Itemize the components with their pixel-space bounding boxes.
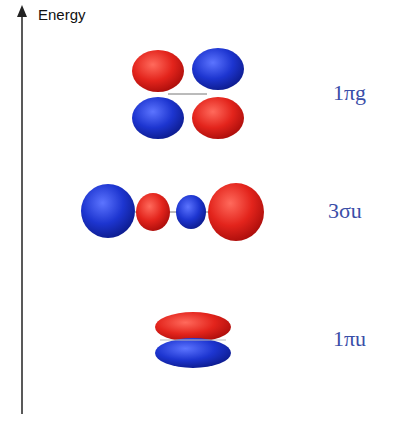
orbital-lobe — [81, 184, 135, 238]
pi-g-orbital — [132, 48, 244, 139]
orbital-lobe — [208, 183, 264, 241]
axis-label: Energy — [38, 6, 86, 23]
orbital-lobe — [176, 195, 206, 229]
sigma-u-orbital — [81, 183, 264, 241]
orbital-lobe — [192, 48, 244, 90]
energy-axis — [17, 5, 27, 414]
orbital-lobe — [192, 97, 244, 139]
bond-axis — [168, 94, 207, 95]
pi-u-orbital — [155, 312, 231, 368]
orbital-label: 1πg — [333, 80, 366, 106]
orbital-lobe — [132, 50, 184, 92]
orbital-lobe — [132, 97, 184, 139]
axis-line — [21, 14, 23, 414]
axis-arrowhead — [17, 5, 27, 17]
orbital-lobe — [155, 338, 231, 368]
orbital-label: 3σu — [328, 198, 362, 224]
orbital-label: 1πu — [333, 326, 366, 352]
orbital-lobe — [136, 193, 170, 231]
bond-axis — [160, 340, 226, 341]
orbital-lobe — [155, 312, 231, 342]
